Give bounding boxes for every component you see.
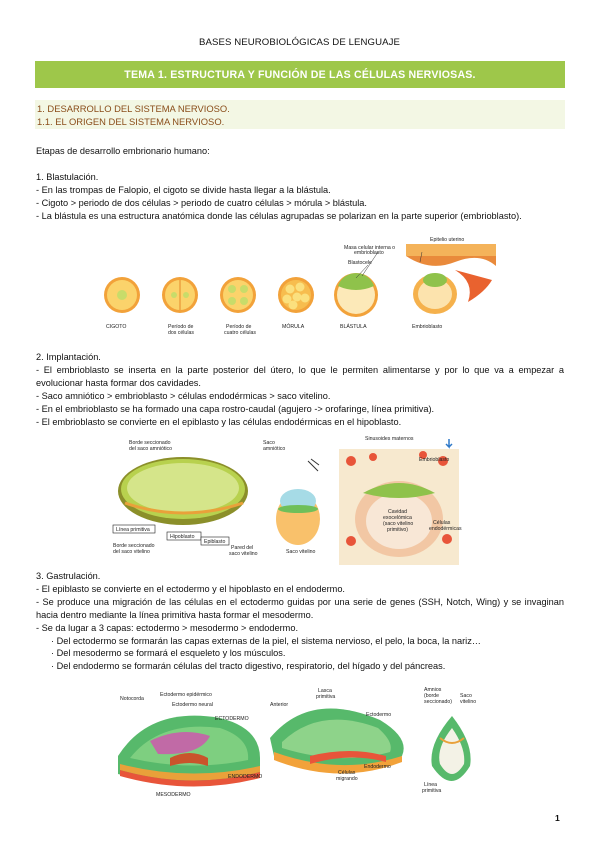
- stage3-line: - Se produce una migración de las célula…: [36, 596, 564, 620]
- label-borde-vit-1: Borde seccionado: [113, 543, 155, 549]
- label-celulas-1: Células: [338, 770, 356, 776]
- section-subheading: 1.1. EL ORIGEN DEL SISTEMA NERVIOSO.: [37, 116, 225, 127]
- label-masa-1: Masa celular interna o: [344, 245, 395, 251]
- embryonic-disc: [118, 457, 248, 525]
- label-cavidad-1: Cavidad: [388, 509, 407, 515]
- blastulation-figure: CIGOTO Período de dos células Período de…: [100, 232, 500, 344]
- label-epitelio: Epitelio uterino: [430, 237, 464, 243]
- label-embrioblasto-2: Embrioblasto: [419, 457, 449, 463]
- stage2-line: - En el embrioblasto se ha formado una c…: [36, 403, 435, 414]
- stage3-line: - Se da lugar a 3 capas: ectodermo > mes…: [36, 622, 298, 633]
- label-lasca-2: primitiva: [316, 694, 335, 700]
- stage3-bullet: · Del endodermo se formarán células del …: [51, 661, 446, 672]
- gastrulation-figure: Notocorda Ectodermo epidérmico Ectodermo…: [110, 686, 490, 804]
- label-saco-amn-2: amniótico: [263, 446, 285, 452]
- label-cuatro-2: cuatro células: [224, 330, 256, 336]
- label-celulas-1: Células: [433, 520, 451, 526]
- label-endodermo-cap: ENDODERMO: [228, 774, 262, 780]
- label-saco-amn-1: Saco: [263, 440, 275, 446]
- label-cavidad-2: exocelómica: [383, 515, 412, 521]
- stage2-line: - El embrioblasto se inserta en la parte…: [36, 364, 564, 388]
- label-endodermo: Endodermo: [364, 764, 391, 770]
- label-amnios-2: (borde: [424, 693, 439, 699]
- section-heading-box: 1. DESARROLLO DEL SISTEMA NERVIOSO. 1.1.…: [35, 100, 565, 129]
- label-borde-amn-2: del saco amniótico: [129, 446, 172, 452]
- stage2-title: 2. Implantación.: [36, 352, 101, 362]
- label-hipoblasto: Hipoblasto: [170, 534, 195, 540]
- label-embrioblasto: Embrioblasto: [412, 324, 442, 330]
- embryo-cross-section: [431, 716, 471, 781]
- label-celulas-2: migrando: [336, 776, 358, 782]
- label-linea-1: Línea: [424, 782, 437, 788]
- stage2-line: - Saco amniótico > embrioblasto > célula…: [36, 390, 331, 401]
- embryo-migration: [270, 708, 404, 774]
- label-amnios-3: seccionado): [424, 699, 452, 705]
- label-linea-primitiva: Línea primitiva: [116, 527, 150, 533]
- stage1-line: - La blástula es una estructura anatómic…: [36, 210, 522, 221]
- intro-paragraph: Etapas de desarrollo embrionario humano:: [36, 145, 564, 158]
- intro-text: Etapas de desarrollo embrionario humano:: [36, 146, 210, 156]
- stage3-title: 3. Gastrulación.: [36, 571, 101, 581]
- label-morula: MÓRULA: [282, 323, 305, 330]
- blastula-cell: [334, 273, 378, 317]
- label-cavidad-3: (saco vitelino: [383, 521, 413, 527]
- label-sinusoides: Sinusoides maternos: [365, 436, 414, 442]
- stage1-line: - Cigoto > periodo de dos células > peri…: [36, 197, 367, 208]
- label-blastula: BLÁSTULA: [340, 323, 367, 330]
- stage2-block: 2. Implantación. - El embrioblasto se in…: [36, 351, 564, 428]
- label-cuatro-1: Período de: [226, 324, 251, 330]
- implantation-figure: Borde seccionado del saco amniótico Saco…: [103, 431, 463, 566]
- section-heading: 1. DESARROLLO DEL SISTEMA NERVIOSO.: [37, 103, 230, 114]
- stage3-bullet: · Del ectodermo se formarán las capas ex…: [51, 635, 481, 646]
- label-pared-2: saco vitelino: [229, 551, 258, 557]
- label-saco-1: Saco: [460, 693, 472, 699]
- label-cigoto: CIGOTO: [106, 324, 126, 330]
- stage1-title: 1. Blastulación.: [36, 172, 99, 182]
- stage3-block: 3. Gastrulación. - El epiblasto se convi…: [36, 570, 564, 673]
- stage3-bullet: · Del mesodermo se formará el esqueleto …: [51, 648, 286, 659]
- label-borde-vit-2: del saco vitelino: [113, 549, 150, 555]
- stage3-line: - El epiblasto se convierte en el ectode…: [36, 583, 345, 594]
- label-anterior: Anterior: [270, 702, 288, 708]
- label-dos-2: dos células: [168, 330, 194, 336]
- topic-title: TEMA 1. ESTRUCTURA Y FUNCIÓN DE LAS CÉLU…: [124, 68, 476, 81]
- document-header: BASES NEUROBIOLÓGICAS DE LENGUAJE: [198, 37, 401, 48]
- label-dos-1: Período de: [168, 324, 193, 330]
- label-lasca-1: Lasca: [318, 688, 332, 694]
- label-notocorda: Notocorda: [120, 696, 144, 702]
- label-linea-2: primitiva: [422, 788, 441, 794]
- label-ectodermo-cap: ECTODERMO: [215, 716, 249, 722]
- cigoto-cell: [104, 277, 140, 313]
- dos-celulas-cell: [162, 277, 198, 313]
- label-saco-2: vitelino: [460, 699, 476, 705]
- label-borde-amn-1: Borde seccionado: [129, 440, 171, 446]
- label-epiblasto: Epiblasto: [204, 539, 225, 545]
- page-number: 1: [555, 813, 560, 823]
- stage1-line: - En las trompas de Falopio, el cigoto s…: [36, 184, 331, 195]
- implant-tissue: [339, 439, 459, 565]
- label-saco-vit: Saco vitelino: [286, 549, 316, 555]
- stage2-line: - El embrioblasto se convierte en el epi…: [36, 416, 402, 427]
- topic-title-bar: TEMA 1. ESTRUCTURA Y FUNCIÓN DE LAS CÉLU…: [35, 61, 565, 88]
- label-celulas-2: endodérmicas: [429, 526, 462, 532]
- label-ecto-neu: Ectodermo neural: [172, 702, 213, 708]
- label-ectodermo: Ectodermo: [366, 712, 391, 718]
- morula-cell: [278, 277, 314, 313]
- stage1-block: 1. Blastulación. - En las trompas de Fal…: [36, 171, 564, 223]
- label-ecto-epi: Ectodermo epidérmico: [160, 692, 212, 698]
- label-amnios-1: Amnios: [424, 687, 442, 693]
- label-pared-1: Pared del: [231, 545, 253, 551]
- cuatro-celulas-cell: [220, 277, 256, 313]
- embryo-section-layers: [118, 715, 260, 787]
- label-mesodermo-cap: MESODERMO: [156, 792, 191, 798]
- label-blastocele: Blastocele: [348, 260, 372, 266]
- label-cavidad-4: primitivo): [387, 527, 408, 533]
- embryo-sacs: [276, 458, 320, 545]
- label-masa-2: embrioblasto: [354, 250, 384, 256]
- embrioblasto-implant: [406, 244, 496, 314]
